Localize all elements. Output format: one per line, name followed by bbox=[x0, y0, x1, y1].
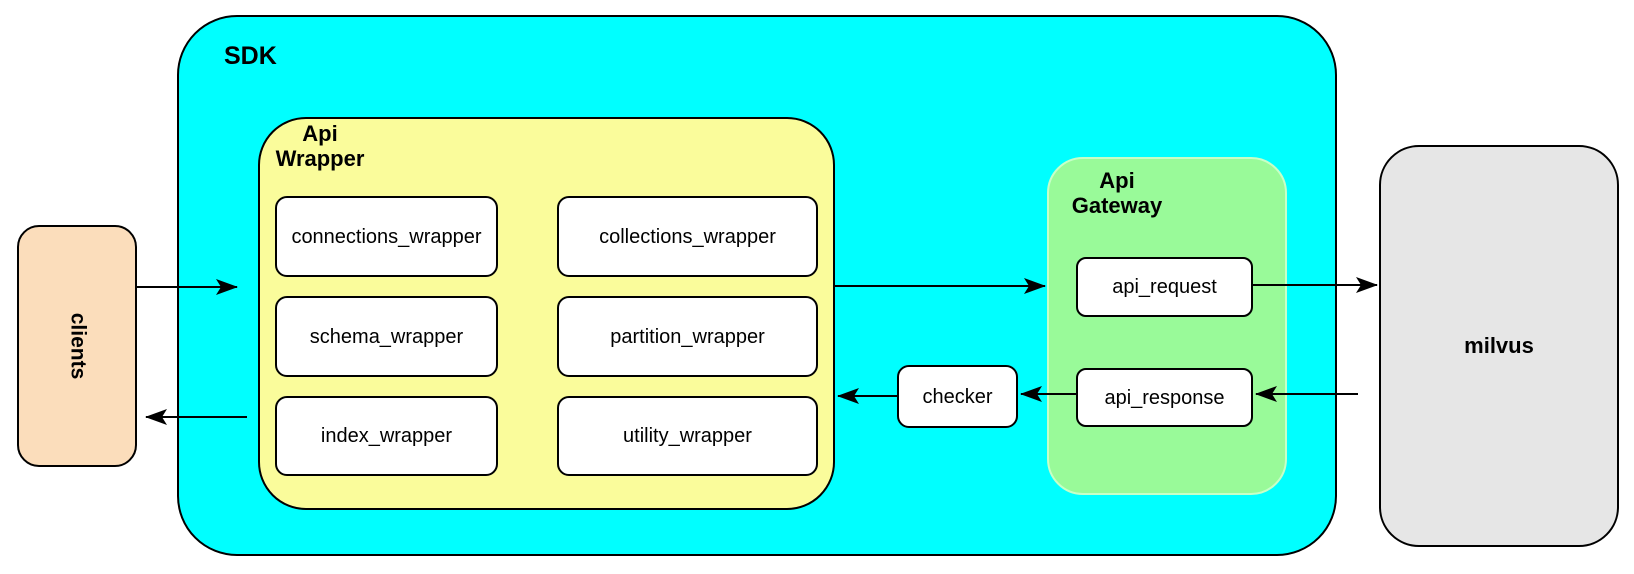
api-gateway-container bbox=[1047, 157, 1287, 495]
clients-label: clients bbox=[66, 312, 89, 380]
partition-wrapper-box: partition_wrapper bbox=[557, 296, 818, 377]
checker-box: checker bbox=[897, 365, 1018, 428]
api-gateway-label: Api Gateway bbox=[1071, 168, 1163, 218]
collections-wrapper-box: collections_wrapper bbox=[557, 196, 818, 277]
clients-node: clients bbox=[17, 225, 137, 467]
sdk-label: SDK bbox=[224, 42, 277, 70]
milvus-label: milvus bbox=[1464, 333, 1534, 358]
index-wrapper-box: index_wrapper bbox=[275, 396, 498, 476]
milvus-node: milvus bbox=[1379, 145, 1619, 547]
connections-wrapper-box: connections_wrapper bbox=[275, 196, 498, 277]
api-request-box: api_request bbox=[1076, 257, 1253, 317]
api-response-box: api_response bbox=[1076, 368, 1253, 427]
schema-wrapper-box: schema_wrapper bbox=[275, 296, 498, 377]
utility-wrapper-box: utility_wrapper bbox=[557, 396, 818, 476]
api-wrapper-label: Api Wrapper bbox=[275, 121, 365, 171]
